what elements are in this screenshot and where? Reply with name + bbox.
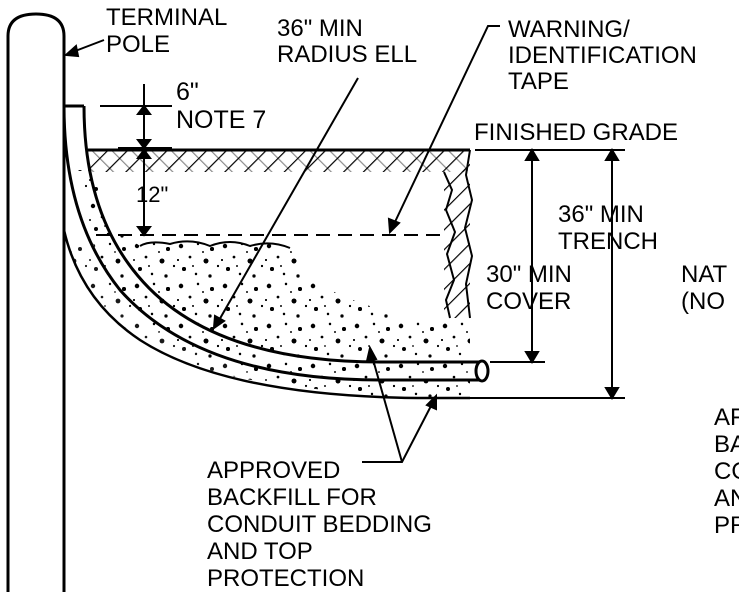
label-warning-1: WARNING/ — [508, 16, 630, 43]
label-terminal-pole-2: POLE — [106, 31, 170, 58]
finished-grade-hatch — [88, 148, 470, 172]
label-right-fragment-5: PR — [714, 512, 739, 539]
label-backfill-5: PROTECTION — [207, 565, 364, 592]
bedding-outline — [62, 229, 470, 400]
label-finished-grade: FINISHED GRADE — [474, 119, 678, 146]
label-backfill-3: CONDUIT BEDDING — [207, 511, 432, 538]
label-warning-2: IDENTIFICATION — [508, 42, 697, 69]
terminal-pole — [6, 12, 66, 592]
label-trench-1: 36" MIN — [558, 201, 644, 228]
label-six-inch: 6" — [176, 78, 199, 106]
label-native-fragment-2: (NO — [681, 288, 725, 315]
label-cover-2: COVER — [486, 288, 571, 315]
leader-lines — [63, 25, 500, 463]
label-terminal-pole-1: TERMINAL — [106, 4, 227, 31]
label-twelve-inch: 12" — [136, 182, 168, 207]
label-cover-1: 30" MIN — [486, 261, 572, 288]
label-backfill-1: APPROVED — [207, 457, 340, 484]
label-radius-ell-1: 36" MIN — [277, 15, 363, 42]
label-right-fragment-1: AF — [714, 404, 739, 431]
label-warning-3: TAPE — [508, 68, 569, 95]
label-backfill-2: BACKFILL FOR — [207, 484, 377, 511]
label-right-fragment-2: BA — [714, 431, 739, 458]
label-right-fragment-3: CO — [714, 458, 739, 485]
label-radius-ell-2: RADIUS ELL — [277, 41, 417, 68]
label-backfill-4: AND TOP — [207, 538, 313, 565]
label-right-fragment-4: AN — [714, 485, 739, 512]
label-native-fragment-1: NAT — [681, 261, 728, 288]
trench-right-wall — [443, 149, 474, 319]
label-trench-2: TRENCH — [558, 228, 658, 255]
dimension-lines — [100, 84, 625, 400]
label-note-7: NOTE 7 — [176, 106, 266, 134]
